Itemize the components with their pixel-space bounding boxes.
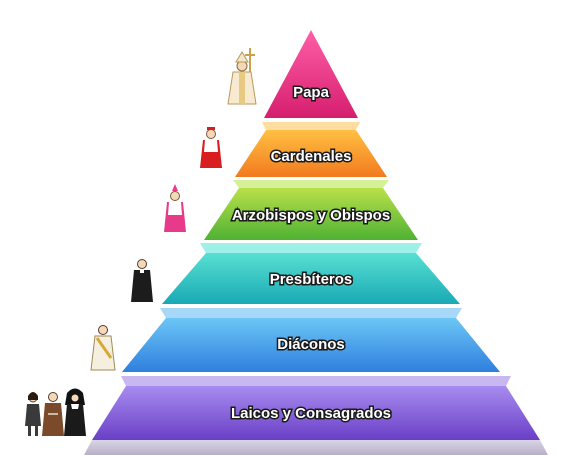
tier-diaconos: Diáconos	[122, 308, 500, 372]
laity-and-religious-figures-icon	[25, 388, 86, 436]
tier-label: Cardenales	[271, 148, 352, 165]
tier-laicos: Laicos y Consagrados	[92, 376, 540, 440]
tier-presbiteros: Presbíteros	[162, 243, 460, 304]
tier-label: Presbíteros	[270, 271, 353, 288]
pyramid-base	[84, 440, 548, 455]
tier-label: Laicos y Consagrados	[231, 405, 391, 422]
deacon-figure-icon	[90, 325, 116, 371]
pope-figure-icon	[227, 48, 257, 105]
bishop-figure-icon	[164, 184, 186, 232]
tier-papa: Papa	[264, 30, 358, 118]
tier-label: Diáconos	[277, 336, 345, 353]
cardinal-figure-icon	[200, 127, 222, 168]
priest-figure-icon	[131, 259, 153, 302]
tier-arzobispos-obispos: Arzobispos y Obispos	[204, 180, 418, 240]
tier-label: Papa	[293, 84, 330, 101]
tier-cardenales: Cardenales	[235, 122, 387, 177]
tier-label: Arzobispos y Obispos	[232, 207, 390, 224]
